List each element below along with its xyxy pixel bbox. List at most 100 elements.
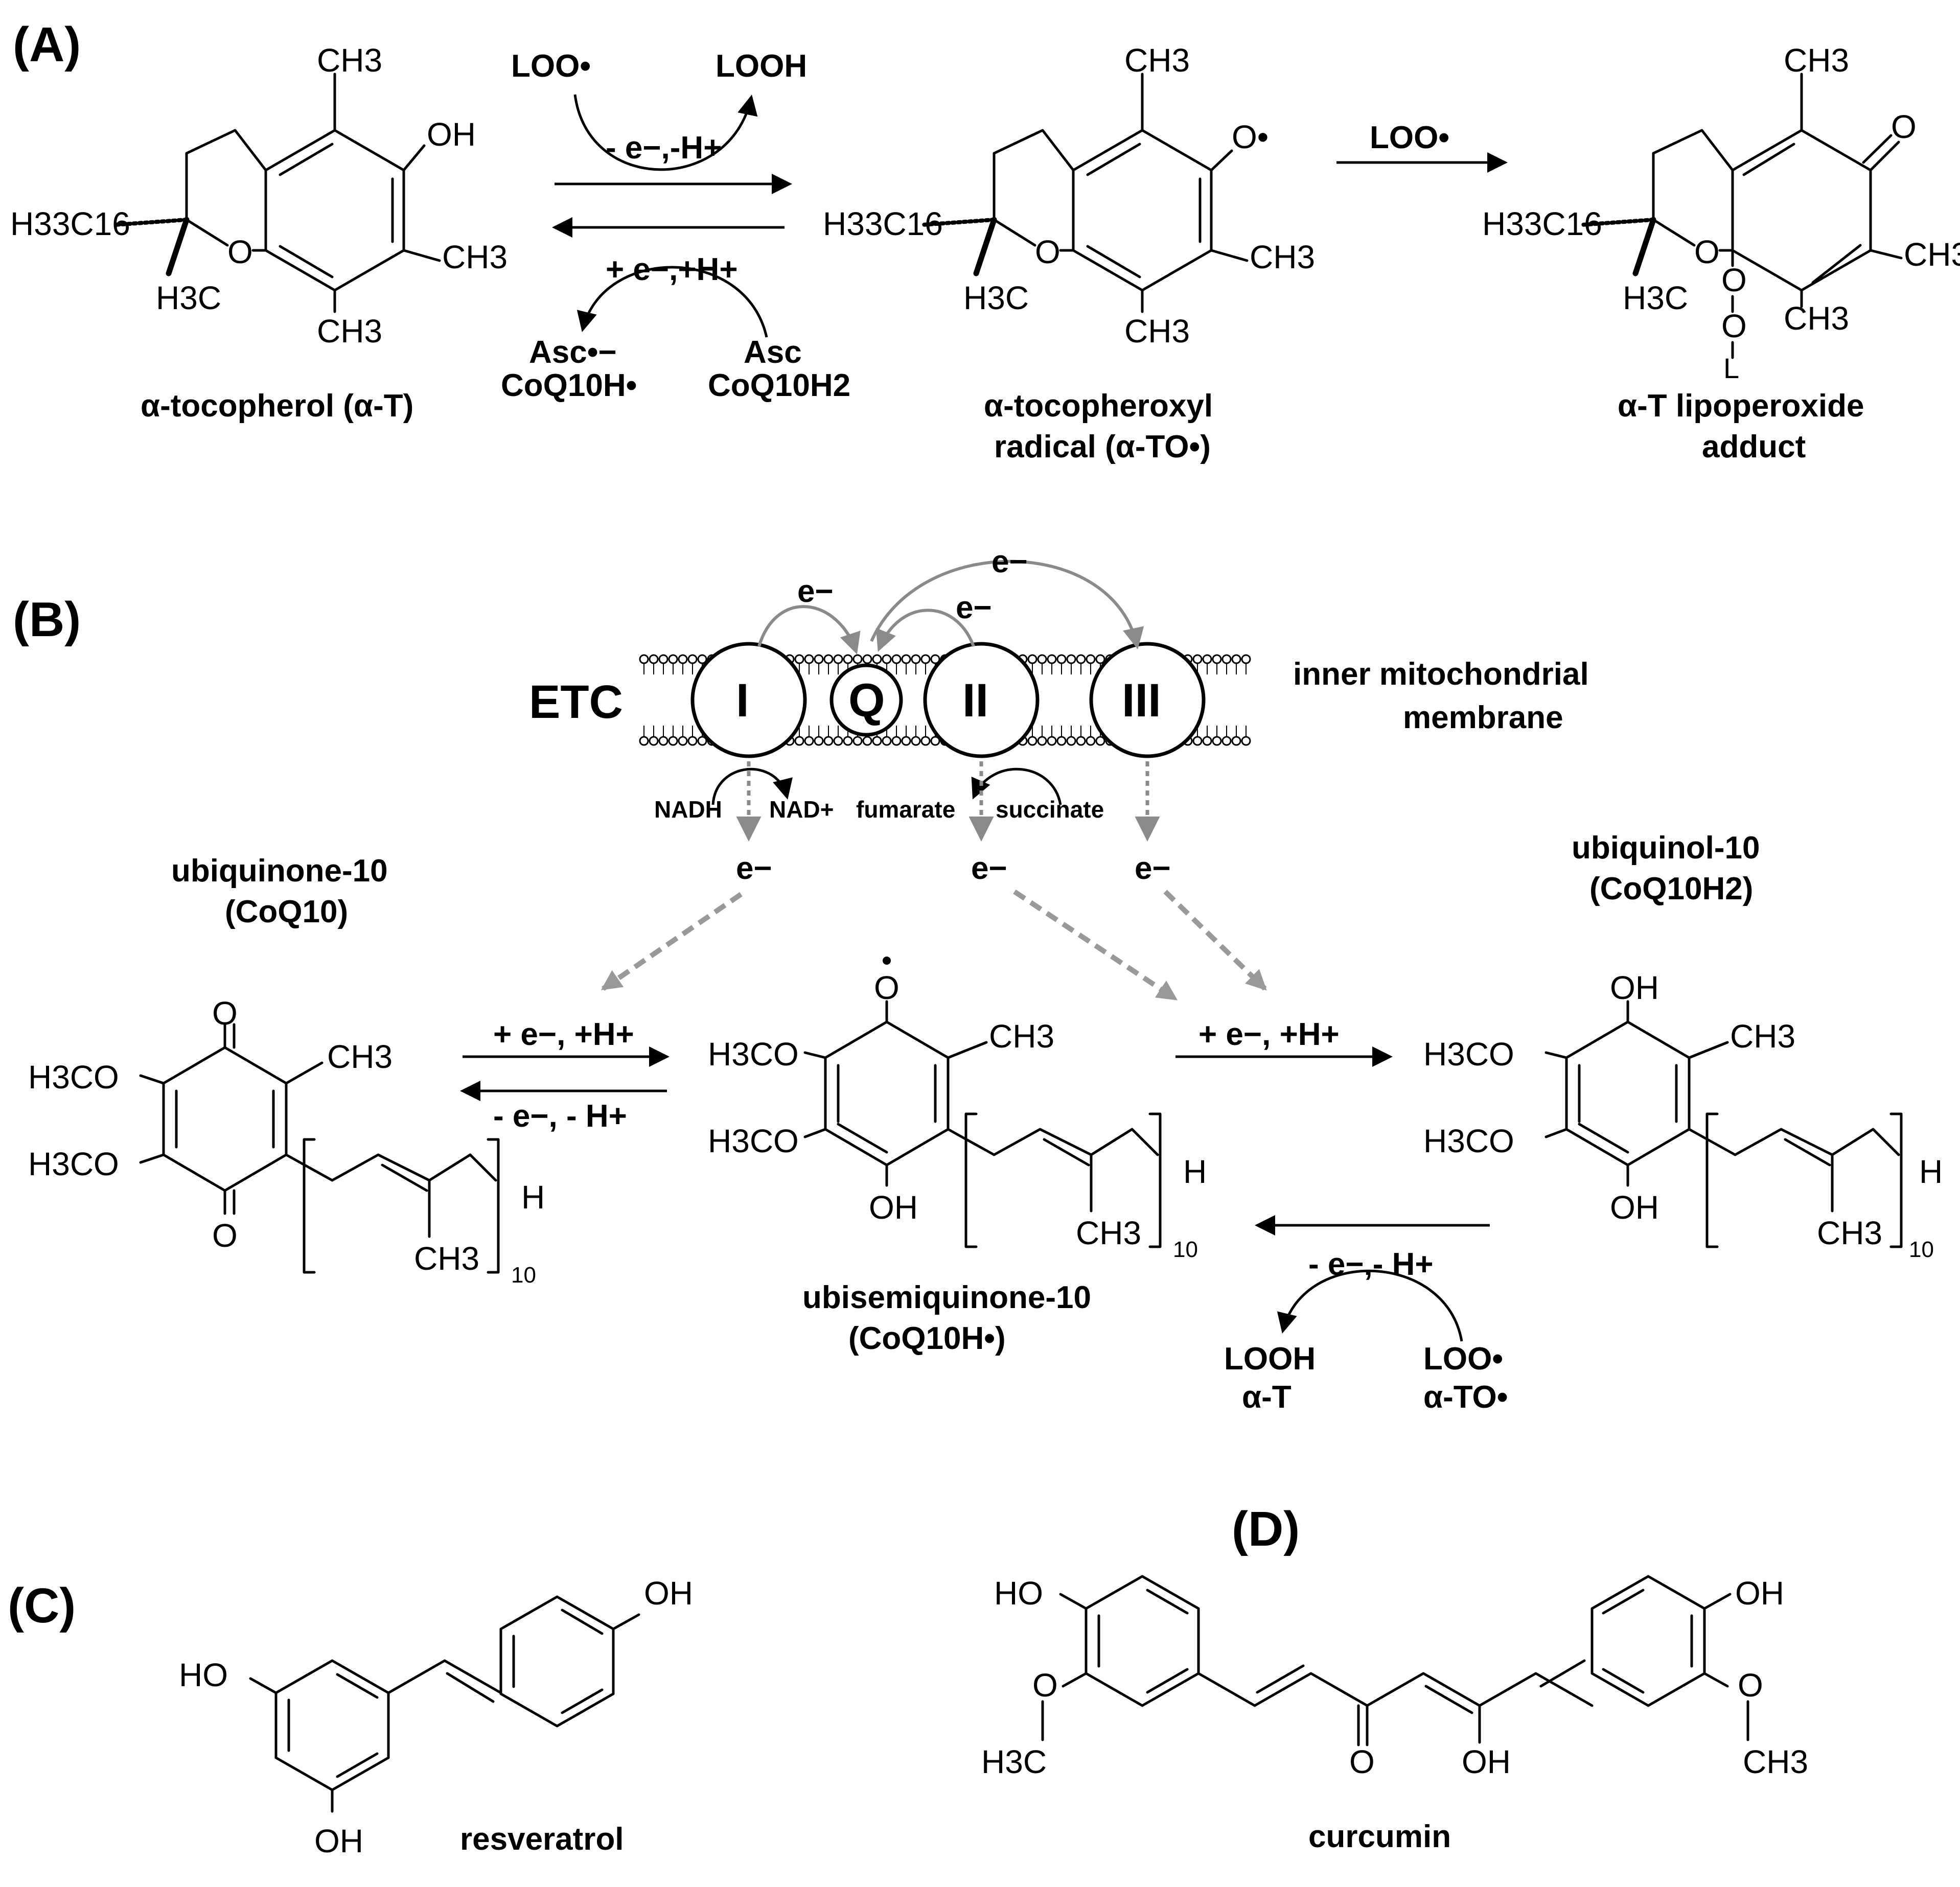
electron-to-semiquinone: [1013, 889, 1178, 1001]
electron-to-ubiquinol: [1163, 890, 1267, 991]
svg-text:10: 10: [1173, 1237, 1198, 1262]
svg-text:10: 10: [511, 1263, 536, 1288]
svg-text:O: O: [1035, 234, 1060, 270]
svg-text:CH3: CH3: [1904, 236, 1960, 273]
svg-text:CH3: CH3: [317, 313, 382, 350]
oxidation-cond-1: - e−, - H+: [493, 1099, 627, 1134]
svg-text:CH3: CH3: [1784, 42, 1849, 79]
semiquinone-label-2: (CoQ10H•): [848, 1321, 1006, 1356]
svg-text:H3CO: H3CO: [1423, 1036, 1514, 1073]
oxidation-cond-2: - e−,- H+: [1308, 1247, 1434, 1282]
tocopheroxyl-label-2: radical (α-TO•): [994, 429, 1211, 464]
complex-ii-label: II: [962, 674, 988, 727]
reverse-conditions: + e−,+H+: [606, 252, 738, 287]
svg-text:O: O: [1721, 308, 1747, 344]
svg-text:O: O: [1738, 1667, 1763, 1704]
svg-text:HO: HO: [994, 1575, 1043, 1612]
svg-text:H33C16: H33C16: [10, 205, 130, 242]
panel-label-d: (D): [1232, 1502, 1300, 1556]
svg-text:O: O: [1891, 108, 1917, 145]
svg-text:H3CO: H3CO: [1423, 1123, 1514, 1159]
svg-text:L: L: [1723, 352, 1739, 384]
semiquinone-label-1: ubisemiquinone-10: [802, 1280, 1091, 1315]
ox-reactant-loo: LOO•: [1423, 1341, 1503, 1377]
svg-text:CH3: CH3: [1743, 1743, 1808, 1780]
reverse-product-asc: Asc•−: [529, 335, 617, 370]
svg-text:O: O: [212, 995, 238, 1032]
fumarate-label: fumarate: [856, 796, 955, 823]
complex-i: [690, 642, 807, 758]
nadh-oxidation-arrow: [711, 767, 793, 805]
svg-text:CH3: CH3: [1076, 1215, 1141, 1251]
panel-label-c: (C): [8, 1578, 76, 1633]
svg-text:H3CO: H3CO: [28, 1059, 119, 1096]
alpha-tocopherol-structure: CH3 OH H33C16 O H3C CH3 CH3: [10, 42, 508, 350]
svg-text:O: O: [1694, 234, 1720, 270]
svg-text:H3CO: H3CO: [708, 1036, 799, 1073]
ox-product-looh: LOOH: [1224, 1341, 1316, 1377]
nadh-label: NADH: [654, 796, 722, 823]
electron-free-iii: e−: [1135, 851, 1171, 886]
svg-text:CH3: CH3: [1124, 42, 1190, 79]
svg-text:O: O: [1721, 262, 1747, 298]
svg-text:OH: OH: [644, 1575, 693, 1612]
svg-text:H3CO: H3CO: [708, 1123, 799, 1159]
alpha-tocopherol-label: α-tocopherol (α-T): [141, 388, 413, 424]
reduction-cond-1: + e−, +H+: [493, 1017, 634, 1052]
electron-arc-ii-to-q: [875, 609, 975, 652]
reverse-reactant-coq: CoQ10H2: [708, 368, 850, 403]
svg-text:H: H: [521, 1179, 545, 1216]
electron-label-i: e−: [797, 574, 834, 609]
svg-text:CH3: CH3: [1250, 239, 1315, 275]
lipoperoxide-adduct-structure: CH3 O H33C16 O H3C CH3 CH3 O O L: [1482, 42, 1960, 384]
ubiquinone-label-1: ubiquinone-10: [171, 853, 388, 889]
electron-free-i: e−: [736, 851, 772, 886]
complex-iii: [1089, 642, 1206, 758]
electron-to-ubiquinone: [601, 892, 743, 991]
adduct-label-1: α-T lipoperoxide: [1618, 388, 1864, 424]
complex-i-label: I: [736, 674, 749, 727]
reduction-cond-2: + e−, +H+: [1198, 1017, 1340, 1052]
ubiquinone-label-2: (CoQ10): [225, 894, 348, 929]
tocopheroxyl-label-1: α-tocopheroxyl: [984, 388, 1213, 424]
forward-product: LOOH: [716, 49, 807, 84]
reverse-product-coq: CoQ10H•: [501, 368, 637, 403]
svg-text:CH3: CH3: [442, 239, 508, 275]
succinate-label: succinate: [996, 796, 1104, 823]
forward-reactant: LOO•: [511, 49, 591, 84]
curcumin-label: curcumin: [1308, 1819, 1451, 1854]
forward-curved-arrow: [573, 94, 758, 171]
svg-text:CH3: CH3: [317, 42, 382, 79]
electron-arc-q-to-iii: [870, 560, 1144, 649]
svg-text:H33C16: H33C16: [1482, 205, 1602, 242]
svg-text:OH: OH: [427, 116, 476, 153]
svg-text:H3CO: H3CO: [28, 1146, 119, 1182]
svg-text:O•: O•: [1232, 119, 1269, 155]
ubisemiquinone-structure: O H3CO H3CO CH3 OH H CH3 10: [708, 957, 1207, 1262]
ox-reactant-alpha-to: α-TO•: [1423, 1380, 1508, 1415]
curcumin-structure: HO O H3C O OH OH O CH3: [981, 1575, 1808, 1780]
svg-text:CH3: CH3: [1124, 313, 1190, 350]
adduct-label-2: adduct: [1702, 429, 1806, 464]
svg-text:OH: OH: [1462, 1743, 1511, 1780]
svg-text:CH3: CH3: [1817, 1215, 1882, 1251]
svg-text:H: H: [1919, 1153, 1943, 1190]
svg-text:CH3: CH3: [414, 1240, 479, 1277]
svg-text:H: H: [1183, 1153, 1207, 1190]
panel-label-b: (B): [13, 592, 81, 647]
svg-text:O: O: [212, 1217, 238, 1254]
svg-text:CH3: CH3: [989, 1018, 1054, 1055]
svg-text:OH: OH: [1610, 1189, 1659, 1226]
svg-text:O: O: [227, 234, 253, 270]
svg-text:H3C: H3C: [963, 279, 1029, 316]
svg-text:OH: OH: [1610, 969, 1659, 1006]
ox-product-alpha-t: α-T: [1242, 1380, 1292, 1415]
svg-text:OH: OH: [314, 1823, 363, 1859]
svg-text:H3C: H3C: [156, 279, 221, 316]
resveratrol-structure: OH HO OH: [179, 1575, 693, 1859]
antioxidant-curved-arrow: [1277, 1269, 1463, 1342]
electron-label-iii: e−: [991, 544, 1028, 579]
svg-text:O: O: [1349, 1743, 1375, 1780]
ubiquinol-label-1: ubiquinol-10: [1572, 830, 1760, 866]
